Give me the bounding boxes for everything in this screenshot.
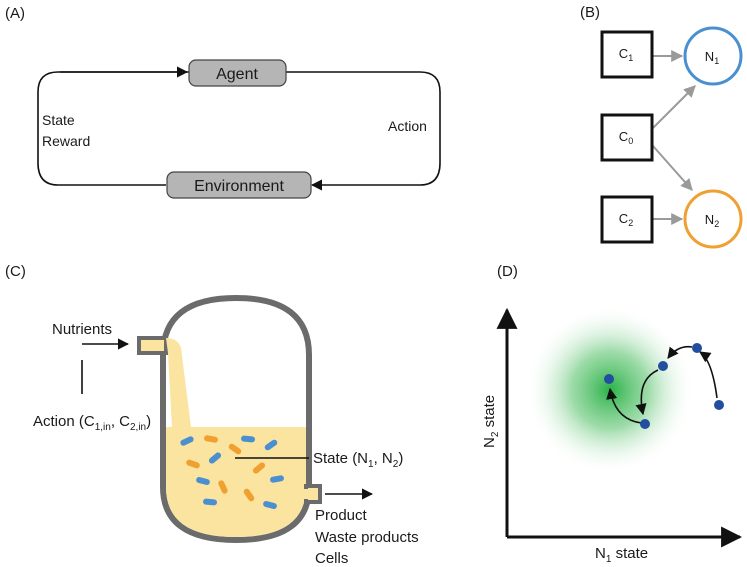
cell-orange xyxy=(252,462,266,474)
environment-box xyxy=(166,171,312,199)
panel-b: (B) C1 C0 C2 N1 N2 xyxy=(580,4,743,249)
cell-orange xyxy=(228,443,242,455)
cell-blue xyxy=(264,439,278,451)
state-label: State xyxy=(42,112,75,128)
panel-c-label: (C) xyxy=(5,263,26,280)
cell-blue xyxy=(180,436,194,446)
cell-orange xyxy=(243,488,255,502)
cell-blue xyxy=(203,498,217,506)
n1-node xyxy=(683,26,743,86)
trajectory-arrow xyxy=(667,345,693,359)
inlet-pipe xyxy=(137,336,168,355)
panel-a-label: (A) xyxy=(5,5,25,22)
cell-blue xyxy=(196,476,210,486)
panel-a: (A) Agent Environment State Reward Actio… xyxy=(5,5,441,199)
nutrients-label: Nutrients xyxy=(52,321,112,338)
cell-population xyxy=(180,435,284,510)
cell-blue xyxy=(241,435,255,443)
environment-label: Environment xyxy=(194,178,284,195)
panel-c: (C) Nutrients xyxy=(5,263,419,567)
cell-blue xyxy=(270,475,284,483)
c2-label: C2 xyxy=(619,211,633,228)
c0-box xyxy=(600,113,654,162)
c0-to-n1-arrow xyxy=(652,85,696,129)
c1-box xyxy=(600,30,654,79)
cell-orange xyxy=(204,435,218,443)
trajectory-point xyxy=(692,343,702,353)
c0-label: C0 xyxy=(619,129,633,146)
culture-liquid xyxy=(166,427,306,537)
outlet-join xyxy=(303,489,313,499)
c0-to-n2-arrow xyxy=(652,145,693,191)
trajectory-arrow xyxy=(699,351,718,399)
trajectory-arrow xyxy=(606,387,643,424)
state-label: State (N1, N2) xyxy=(313,450,403,470)
action-label: Action xyxy=(388,118,427,134)
c2-box xyxy=(600,195,654,244)
action-arrow xyxy=(286,71,441,191)
product-label: Product xyxy=(315,507,368,524)
cell-orange xyxy=(218,480,228,494)
trajectory-arrow xyxy=(635,369,659,416)
waste-label: Waste products xyxy=(315,529,419,546)
n1-label: N1 xyxy=(705,49,719,66)
x-axis-label: N1 state xyxy=(595,545,648,565)
loop-left-path xyxy=(37,71,190,186)
panel-d-label: (D) xyxy=(497,263,518,280)
action-inputs-label: Action (C1,in, C2,in) xyxy=(33,413,151,433)
agent-label: Agent xyxy=(216,66,258,83)
cell-orange xyxy=(186,459,200,469)
cell-blue xyxy=(208,452,222,464)
cell-blue xyxy=(263,500,277,510)
reward-label: Reward xyxy=(42,133,90,149)
trajectory-point xyxy=(604,374,614,384)
trajectory-point xyxy=(640,419,650,429)
panel-d: (D) N1 state N2 state xyxy=(481,263,743,565)
c1-label: C1 xyxy=(619,46,633,63)
trajectory-point xyxy=(714,400,724,410)
y-axis-label: N2 state xyxy=(481,395,501,448)
n2-label: N2 xyxy=(705,212,719,229)
trajectory-point xyxy=(658,361,668,371)
agent-box xyxy=(188,59,287,87)
nutrient-stream xyxy=(166,338,191,427)
n2-node xyxy=(683,189,743,249)
cells-label: Cells xyxy=(315,550,348,567)
panel-b-label: (B) xyxy=(580,4,600,21)
